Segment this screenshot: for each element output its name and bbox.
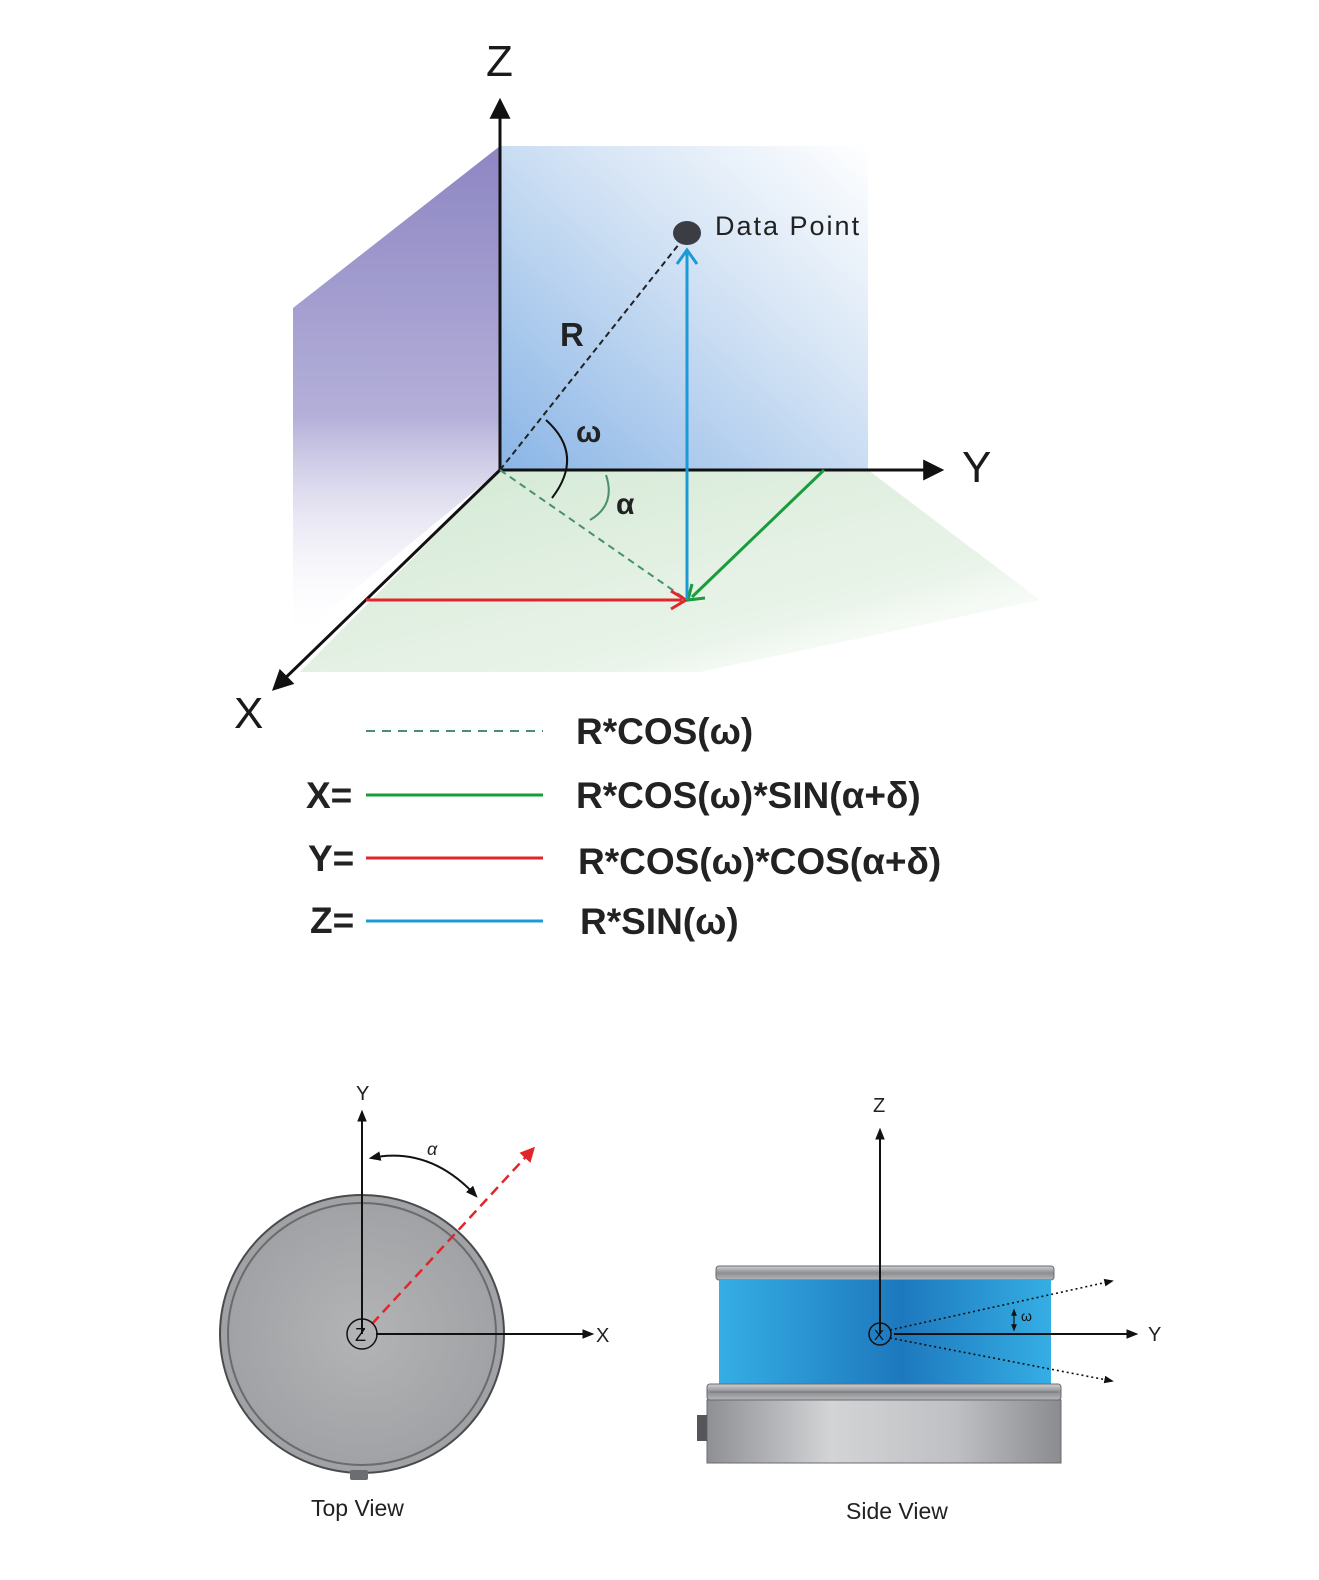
legend-prefix: X= xyxy=(306,775,352,816)
side-view-center-label: X xyxy=(874,1327,884,1344)
top-view-alpha-label: α xyxy=(427,1139,438,1159)
sensor-side-connector xyxy=(697,1415,707,1441)
side-view-y-label: Y xyxy=(1148,1324,1161,1346)
back-wall-plane xyxy=(293,146,500,640)
side-view-center-marker xyxy=(868,1322,892,1346)
yz-plane xyxy=(500,146,868,470)
side-view-caption: Side View xyxy=(846,1498,948,1524)
alpha-arc xyxy=(589,474,610,521)
sensor-window xyxy=(719,1280,1051,1384)
legend-prefix: Z= xyxy=(310,900,354,941)
x-axis xyxy=(271,468,502,691)
legend-formula: R*COS(ω)*SIN(α+δ) xyxy=(576,775,921,816)
omega-label: ω xyxy=(576,416,601,449)
r-vector xyxy=(499,233,688,471)
formula-legend: R*COS(ω) X= R*COS(ω)*SIN(α+δ) Y= R*COS(ω… xyxy=(306,711,941,942)
side-view-diagram: Z Y X ω Side View xyxy=(697,1095,1161,1524)
sensor-connector-tab xyxy=(350,1470,368,1480)
top-view-center-label: Z xyxy=(355,1325,366,1345)
x-component-vector xyxy=(690,468,826,599)
sensor-base xyxy=(706,1399,1062,1464)
alpha-label: α xyxy=(616,488,635,521)
legend-row-y: Y= R*COS(ω)*COS(α+δ) xyxy=(308,838,941,882)
top-view-caption: Top View xyxy=(311,1495,404,1521)
top-view-diagram: Y X Z α Top View xyxy=(219,1083,609,1521)
legend-formula: R*SIN(ω) xyxy=(580,901,739,942)
side-view-z-label: Z xyxy=(873,1095,885,1117)
projection-line xyxy=(499,469,688,601)
legend-prefix: Y= xyxy=(308,838,354,879)
legend-row-z: Z= R*SIN(ω) xyxy=(310,900,739,942)
top-view-y-label: Y xyxy=(356,1083,369,1105)
side-view-omega-label: ω xyxy=(1021,1308,1032,1324)
xy-floor-plane xyxy=(300,470,1040,672)
sensor-top-cap xyxy=(715,1265,1055,1281)
alpha-angle-arc xyxy=(368,1151,478,1198)
data-point-label: Data Point xyxy=(715,211,861,241)
top-view-x-label: X xyxy=(596,1325,609,1347)
data-point-marker xyxy=(673,221,701,245)
axis-y-label: Y xyxy=(962,443,991,492)
axis-x-label: X xyxy=(234,689,263,738)
r-label: R xyxy=(560,316,584,353)
axis-z-label: Z xyxy=(486,37,513,86)
z-component-arrowhead xyxy=(675,247,699,265)
legend-row-x: X= R*COS(ω)*SIN(α+δ) xyxy=(306,775,921,816)
coordinate-3d-diagram: Z Y X Data Point R ω α xyxy=(234,37,1040,738)
top-view-center-marker xyxy=(346,1318,378,1350)
legend-formula: R*COS(ω) xyxy=(576,711,753,752)
legend-row-projection: R*COS(ω) xyxy=(366,711,753,752)
top-view-beam-direction xyxy=(371,1146,536,1325)
omega-arc xyxy=(545,419,568,499)
legend-formula: R*COS(ω)*COS(α+δ) xyxy=(578,841,941,882)
